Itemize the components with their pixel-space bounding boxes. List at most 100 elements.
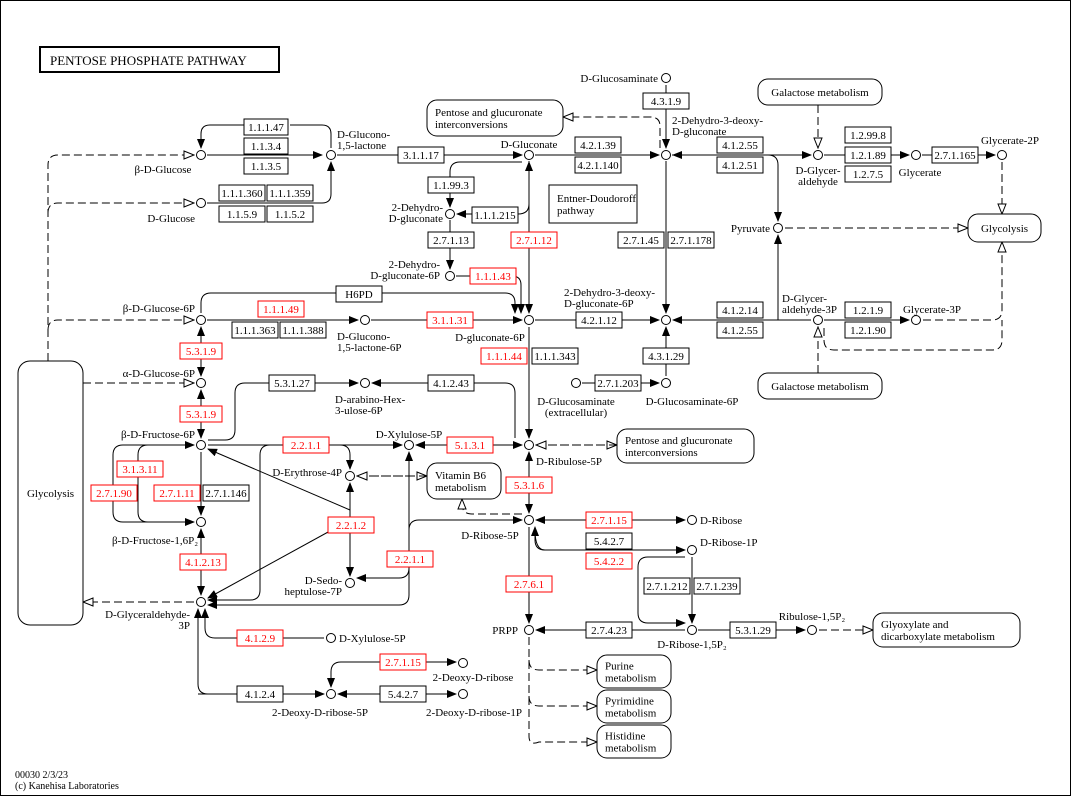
compound-node-icon[interactable] — [345, 578, 355, 588]
enzyme-box-5-4-2-2[interactable]: 5.4.2.2 — [585, 552, 633, 570]
enzyme-box-2-7-1-45[interactable]: 2.7.1.45 — [617, 231, 665, 249]
compound-glucono6p[interactable]: D-Glucono-1,5-lactone-6P — [337, 315, 401, 355]
enzyme-box-1-2-1-89[interactable]: 1.2.1.89 — [844, 146, 892, 164]
enzyme-box-2-7-1-239[interactable]: 2.7.1.239 — [693, 577, 741, 595]
compound-node-icon[interactable] — [687, 625, 697, 635]
enzyme-box-2-7-1-15[interactable]: 2.7.1.15 — [379, 653, 427, 671]
enzyme-box-1-1-3-4[interactable]: 1.1.3.4 — [243, 137, 289, 155]
compound-fru6p[interactable]: β-D-Fructose-6P — [121, 429, 206, 450]
enzyme-box-1-1-1-363[interactable]: 1.1.1.363 — [231, 321, 279, 339]
compound-dehydrogluconate6p[interactable]: 2-Dehydro-D-gluconate-6P — [370, 259, 455, 282]
compound-deoxyribose5p[interactable]: 2-Deoxy-D-ribose-5P — [272, 689, 368, 720]
compound-glycerate[interactable]: Glycerate — [899, 150, 942, 180]
enzyme-box-2-7-1-12[interactable]: 2.7.1.12 — [510, 231, 558, 249]
compound-node-icon[interactable] — [360, 378, 370, 388]
compound-node-icon[interactable] — [524, 440, 534, 450]
enzyme-box-2-2-1-1[interactable]: 2.2.1.1 — [386, 550, 434, 568]
enzyme-box-1-1-1-359[interactable]: 1.1.1.359 — [266, 184, 314, 202]
enzyme-box-3-1-1-17[interactable]: 3.1.1.17 — [397, 146, 445, 164]
enzyme-box-1-1-1-215[interactable]: 1.1.1.215 — [471, 206, 519, 224]
compound-ribulose15p[interactable]: Ribulose-1,5P₂ — [779, 611, 846, 635]
enzyme-box-2-2-1-2[interactable]: 2.2.1.2 — [327, 516, 375, 534]
enzyme-box-1-1-5-9[interactable]: 1.1.5.9 — [218, 205, 266, 223]
enzyme-box-4-3-1-9[interactable]: 4.3.1.9 — [642, 92, 690, 110]
compound-deoxyribose[interactable]: 2-Deoxy-D-ribose — [433, 658, 514, 685]
compound-node-icon[interactable] — [360, 315, 370, 325]
enzyme-box-1-1-1-44[interactable]: 1.1.1.44 — [480, 347, 528, 365]
compound-node-icon[interactable] — [445, 209, 455, 219]
compound-node-icon[interactable] — [661, 378, 671, 388]
map-link-glycolysis[interactable]: Glycolysis — [17, 360, 84, 626]
compound-node-icon[interactable] — [911, 315, 921, 325]
compound-dglc[interactable]: D-Glucose — [147, 198, 206, 226]
enzyme-box-4-1-2-51[interactable]: 4.1.2.51 — [716, 156, 764, 174]
compound-node-icon[interactable] — [773, 223, 783, 233]
compound-ribose[interactable]: D-Ribose — [687, 515, 743, 527]
map-link-glycolysis[interactable]: Glycolysis — [967, 213, 1042, 243]
enzyme-box-3-1-1-31[interactable]: 3.1.1.31 — [426, 311, 474, 329]
compound-node-icon[interactable] — [524, 625, 534, 635]
compound-sedo7p[interactable]: D-Sedo-heptulose-7P — [285, 575, 355, 598]
enzyme-box-1-2-1-90[interactable]: 1.2.1.90 — [844, 321, 892, 339]
enzyme-box-5-3-1-9[interactable]: 5.3.1.9 — [179, 342, 223, 360]
compound-node-icon[interactable] — [196, 150, 206, 160]
compound-g3p_r[interactable]: D-Glycer-aldehyde-3P — [782, 293, 837, 325]
compound-node-icon[interactable] — [445, 271, 455, 281]
compound-node-icon[interactable] — [326, 150, 336, 160]
compound-bglc[interactable]: β-D-Glucose — [135, 150, 206, 177]
compound-aglc6p[interactable]: α-D-Glucose-6P — [123, 368, 206, 388]
compound-node-icon[interactable] — [196, 315, 206, 325]
enzyme-box-1-1-1-49[interactable]: 1.1.1.49 — [257, 300, 305, 318]
enzyme-box-2-7-1-203[interactable]: 2.7.1.203 — [594, 374, 642, 392]
compound-fru16p[interactable]: β-D-Fructose-1,6P₂ — [112, 517, 206, 548]
enzyme-box-4-1-2-43[interactable]: 4.1.2.43 — [427, 374, 475, 392]
enzyme-box-4-1-2-55[interactable]: 4.1.2.55 — [716, 136, 764, 154]
compound-kdg6p[interactable]: 2-Dehydro-3-deoxy-D-gluconate-6P — [564, 287, 671, 325]
enzyme-box-5-3-1-6[interactable]: 5.3.1.6 — [505, 476, 553, 494]
enzyme-box-1-1-1-343[interactable]: 1.1.1.343 — [531, 347, 579, 365]
enzyme-box-2-7-1-15[interactable]: 2.7.1.15 — [585, 511, 633, 529]
compound-node-icon[interactable] — [196, 597, 206, 607]
enzyme-box-4-2-1-12[interactable]: 4.2.1.12 — [575, 311, 623, 329]
enzyme-box-1-1-3-5[interactable]: 1.1.3.5 — [243, 157, 289, 175]
compound-ribose1p[interactable]: D-Ribose-1P — [687, 537, 758, 555]
enzyme-box-2-7-1-13[interactable]: 2.7.1.13 — [427, 231, 475, 249]
map-link-galactose-metabolism[interactable]: Galactose metabolism — [757, 78, 883, 106]
compound-node-icon[interactable] — [807, 625, 817, 635]
compound-glcnate_ex[interactable]: D-Glucosaminate(extracellular) — [537, 378, 615, 420]
compound-node-icon[interactable] — [326, 689, 336, 699]
compound-xyl5p[interactable]: D-Xylulose-5P — [376, 429, 443, 450]
enzyme-box-2-7-1-212[interactable]: 2.7.1.212 — [643, 577, 691, 595]
compound-xyl5p_b[interactable]: D-Xylulose-5P — [326, 633, 406, 645]
compound-node-icon[interactable] — [687, 515, 697, 525]
compound-node-icon[interactable] — [813, 315, 823, 325]
compound-node-icon[interactable] — [404, 440, 414, 450]
enzyme-box-4-1-2-13[interactable]: 4.1.2.13 — [179, 553, 227, 571]
enzyme-box-2-7-1-146[interactable]: 2.7.1.146 — [202, 484, 250, 502]
compound-bglc6p[interactable]: β-D-Glucose-6P — [123, 303, 206, 325]
enzyme-box-1-2-7-5[interactable]: 1.2.7.5 — [844, 165, 892, 183]
enzyme-box-1-1-1-43[interactable]: 1.1.1.43 — [469, 267, 517, 285]
enzyme-box-4-2-1-39[interactable]: 4.2.1.39 — [574, 136, 622, 154]
compound-node-icon[interactable] — [524, 150, 534, 160]
compound-node-icon[interactable] — [196, 517, 206, 527]
enzyme-box-5-3-1-29[interactable]: 5.3.1.29 — [729, 621, 777, 639]
compound-node-icon[interactable] — [345, 471, 355, 481]
enzyme-box-5-3-1-27[interactable]: 5.3.1.27 — [268, 374, 316, 392]
enzyme-box-1-1-1-47[interactable]: 1.1.1.47 — [243, 118, 289, 136]
compound-ery4p[interactable]: D-Erythrose-4P — [272, 467, 355, 481]
compound-node-icon[interactable] — [524, 515, 534, 525]
compound-ribu5p[interactable]: D-Ribulose-5P — [524, 440, 603, 469]
enzyme-box-2-2-1-1[interactable]: 2.2.1.1 — [282, 436, 330, 454]
compound-arabinohex[interactable]: D-arabino-Hex-3-ulose-6P — [335, 378, 406, 418]
compound-gluconate[interactable]: D-Gluconate — [501, 139, 558, 160]
compound-glcnate[interactable]: D-Glucosaminate — [580, 73, 671, 85]
enzyme-box-2-7-1-178[interactable]: 2.7.1.178 — [667, 231, 715, 249]
enzyme-box-4-1-2-9[interactable]: 4.1.2.9 — [236, 629, 284, 647]
